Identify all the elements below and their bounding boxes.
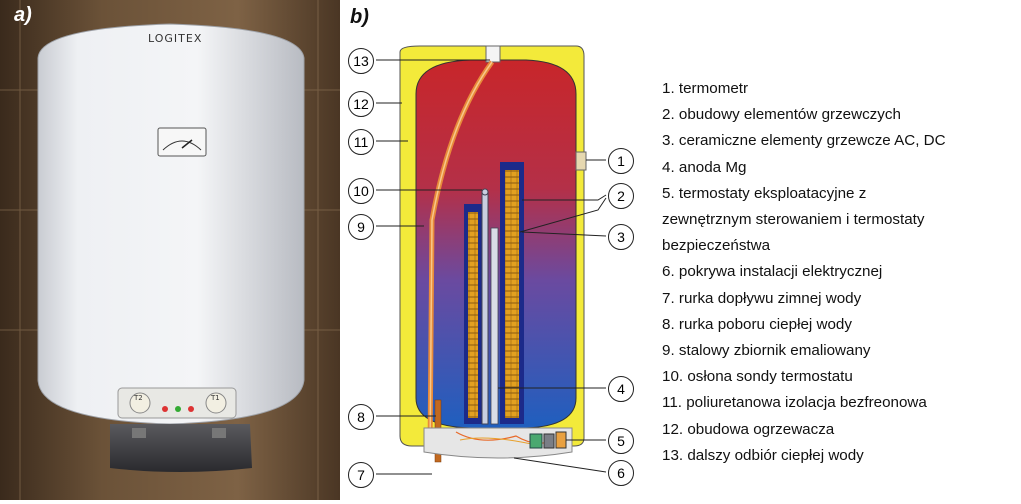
callout-10: 10 [348,178,374,204]
panel-b-label: b) [350,6,369,28]
panel-label-t2: T2 [134,394,143,402]
legend-item-2: 2. obudowy elementów grzewczych [662,106,901,124]
callout-9: 9 [348,214,374,240]
legend-item-4: 4. anoda Mg [662,158,747,176]
callout-7: 7 [348,462,374,488]
legend-item-6: 6. pokrywa instalacji elektrycznej [662,263,883,281]
callout-3: 3 [608,224,634,250]
callout-11: 11 [348,129,374,155]
callout-6: 6 [608,460,634,486]
legend-item-11: 11. poliuretanowa izolacja bezfreonowa [662,394,927,412]
panel-label-t1: T1 [211,394,220,402]
callout-12: 12 [348,91,374,117]
callout-8: 8 [348,404,374,430]
legend-item-9: 9. stalowy zbiornik emaliowany [662,342,871,360]
panel-a-label: a) [14,4,32,26]
legend-item-1: 1. termometr [662,80,749,97]
legend-item-5-line-3: bezpieczeństwa [662,237,771,255]
thermometer-dial-icon [157,127,207,157]
heater-cross-section: 13 12 11 10 9 8 7 1 2 3 4 5 6 [340,0,650,500]
legend-item-3: 3. ceramiczne elementy grzewcze AC, DC [662,132,946,150]
legend-item-8: 8. rurka poboru ciepłej wody [662,315,852,333]
legend-item-5-line-1: 5. termostaty eksploatacyjne z [662,184,867,202]
water-heater-photo: LOGITEX T2 T1 [0,0,340,500]
legend-item-12: 12. obudowa ogrzewacza [662,420,835,438]
heater-cross-section-drawing [376,45,607,475]
legend-item-13: 13. dalszy odbiór ciepłej wody [662,446,864,464]
legend-item-10: 10. osłona sondy termostatu [662,368,853,386]
callout-1: 1 [608,148,634,174]
callout-4: 4 [608,376,634,402]
callout-13: 13 [348,48,374,74]
callout-2: 2 [608,183,634,209]
component-legend: 1. termometr 2. obudowy elementów grzewc… [662,76,1017,469]
legend-item-5-line-2: zewnętrznym sterowaniem i termostaty [662,211,925,229]
callout-5: 5 [608,428,634,454]
legend-item-7: 7. rurka dopływu zimnej wody [662,289,862,307]
water-heater-photo-illustration [0,0,340,500]
brand-logo: LOGITEX [148,32,203,45]
